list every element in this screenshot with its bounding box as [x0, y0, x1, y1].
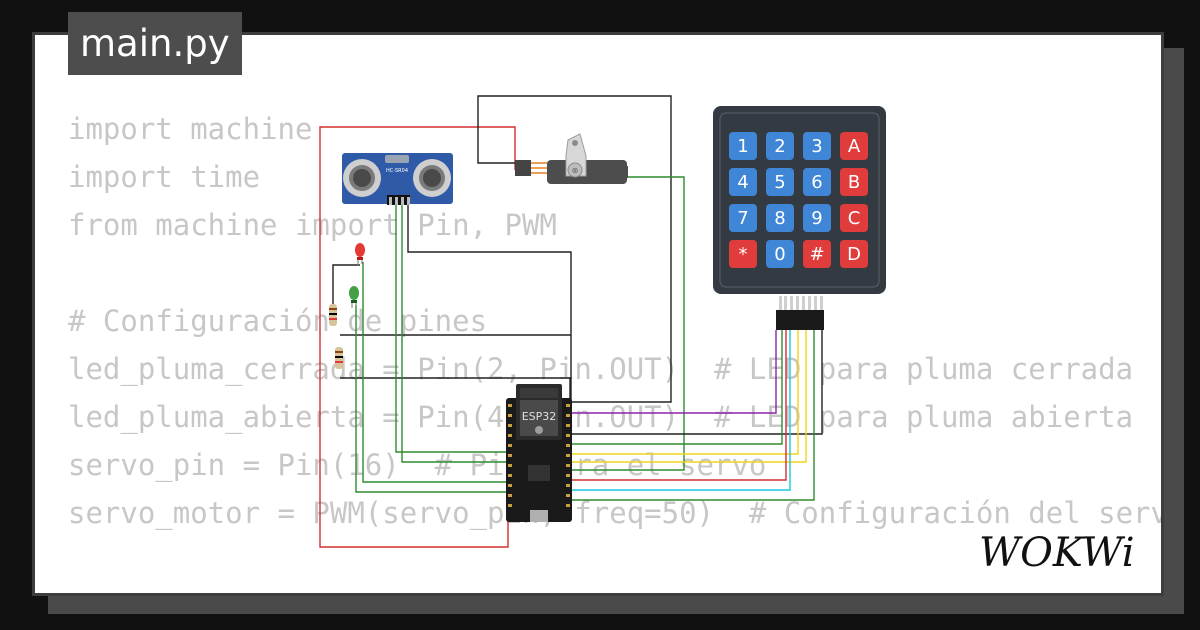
resistor-1[interactable]	[329, 304, 337, 326]
keypad-key-label: 3	[811, 136, 822, 157]
keypad-key-label: D	[847, 244, 861, 265]
keypad-key[interactable]: 9	[803, 204, 831, 232]
wire-keypad-green2	[508, 330, 815, 501]
keypad-key-label: 6	[811, 172, 822, 193]
servo-motor[interactable]: ⊗	[515, 133, 628, 184]
wire-black-servo	[477, 95, 672, 403]
keypad-key-label: 0	[774, 244, 785, 265]
wire-green-led1	[362, 262, 508, 483]
file-title-tab[interactable]: main.py	[68, 12, 242, 75]
keypad-key[interactable]: 7	[729, 204, 757, 232]
code-preview: import machine import time from machine im…	[68, 105, 1164, 593]
wires	[319, 95, 823, 548]
keypad-key[interactable]: 8	[766, 204, 794, 232]
wire-keypad-green	[571, 330, 783, 445]
wire-black-led	[332, 264, 360, 318]
resistor-2[interactable]	[335, 347, 343, 369]
wire-keypad-yellow	[571, 330, 799, 455]
preview-card: import machine import time from machine im…	[32, 32, 1164, 596]
keypad-key-label: A	[848, 136, 861, 157]
wokwi-logo[interactable]: WOKWi	[975, 520, 1150, 580]
code-line: import time	[68, 160, 261, 194]
keypad-key-label: 4	[737, 172, 748, 193]
wire-keypad-black	[571, 330, 823, 435]
keypad-key-label: 8	[774, 208, 785, 229]
keypad-key-label: B	[848, 172, 860, 193]
wire-keypad-cyan	[571, 330, 791, 491]
wire-keypad-purple	[571, 330, 777, 414]
sensor-label: HC-SR04	[386, 168, 408, 174]
ultrasonic-sensor[interactable]: HC-SR04	[342, 153, 453, 205]
keypad-key[interactable]: 4	[729, 168, 757, 196]
esp32-label: ESP32	[522, 410, 557, 423]
wire-black-sensor	[407, 205, 572, 402]
wire-green-sensor1	[395, 205, 508, 453]
keypad-key[interactable]: 1	[729, 132, 757, 160]
code-line: servo_pin = Pin(16) # Pin para el servo	[68, 448, 767, 482]
wire-black-led3	[340, 377, 571, 402]
svg-text:⊗: ⊗	[572, 166, 579, 175]
keypad-key[interactable]: A	[840, 132, 868, 160]
wire-red	[319, 126, 516, 548]
keypad-key[interactable]: #	[803, 240, 831, 268]
membrane-keypad[interactable]: 1 2 3 A 4 5 6 B 7 8 9 C * 0 # D	[713, 106, 886, 330]
keypad-key-label: 9	[811, 208, 822, 229]
keypad-key[interactable]: *	[729, 240, 757, 268]
code-line: import machine	[68, 112, 313, 146]
keypad-key-label: C	[848, 208, 861, 229]
keypad-key[interactable]: C	[840, 204, 868, 232]
wire-green-servo	[571, 176, 685, 471]
code-line: servo_motor = PWM(servo_pin, freq=50) # …	[68, 496, 1164, 530]
code-line: from machine import Pin, PWM	[68, 208, 557, 242]
wire-keypad-red	[508, 330, 787, 481]
wokwi-logo-text: WOKWi	[979, 530, 1135, 576]
led-green[interactable]	[349, 286, 359, 308]
code-line: # Configuración de pines	[68, 304, 488, 338]
keypad-key[interactable]: 2	[766, 132, 794, 160]
keypad-key-label: 2	[774, 136, 785, 157]
keypad-key-label: *	[739, 244, 748, 265]
keypad-key[interactable]: 3	[803, 132, 831, 160]
keypad-key[interactable]: 6	[803, 168, 831, 196]
wire-keypad-yellow2	[571, 330, 807, 463]
wire-green-sensor2	[401, 205, 508, 463]
led-red[interactable]	[355, 243, 365, 266]
wire-green-led2	[355, 305, 508, 493]
keypad-key[interactable]: 5	[766, 168, 794, 196]
keypad-key-label: 5	[774, 172, 785, 193]
code-line: # Configuración del sensor de proximidad…	[68, 585, 1161, 593]
code-line: led_pluma_cerrada = Pin(2, Pin.OUT) # LE…	[68, 352, 1134, 386]
keypad-key-label: 1	[737, 136, 748, 157]
keypad-key[interactable]: D	[840, 240, 868, 268]
keypad-key-label: #	[809, 244, 824, 265]
keypad-keys: 1 2 3 A 4 5 6 B 7 8 9 C * 0 # D	[729, 132, 868, 268]
keypad-key-label: 7	[737, 208, 748, 229]
code-line: led_pluma_abierta = Pin(4, Pin.OUT) # LE…	[68, 400, 1134, 434]
keypad-key[interactable]: B	[840, 168, 868, 196]
esp32-board[interactable]: ESP32	[506, 384, 572, 522]
keypad-key[interactable]: 0	[766, 240, 794, 268]
